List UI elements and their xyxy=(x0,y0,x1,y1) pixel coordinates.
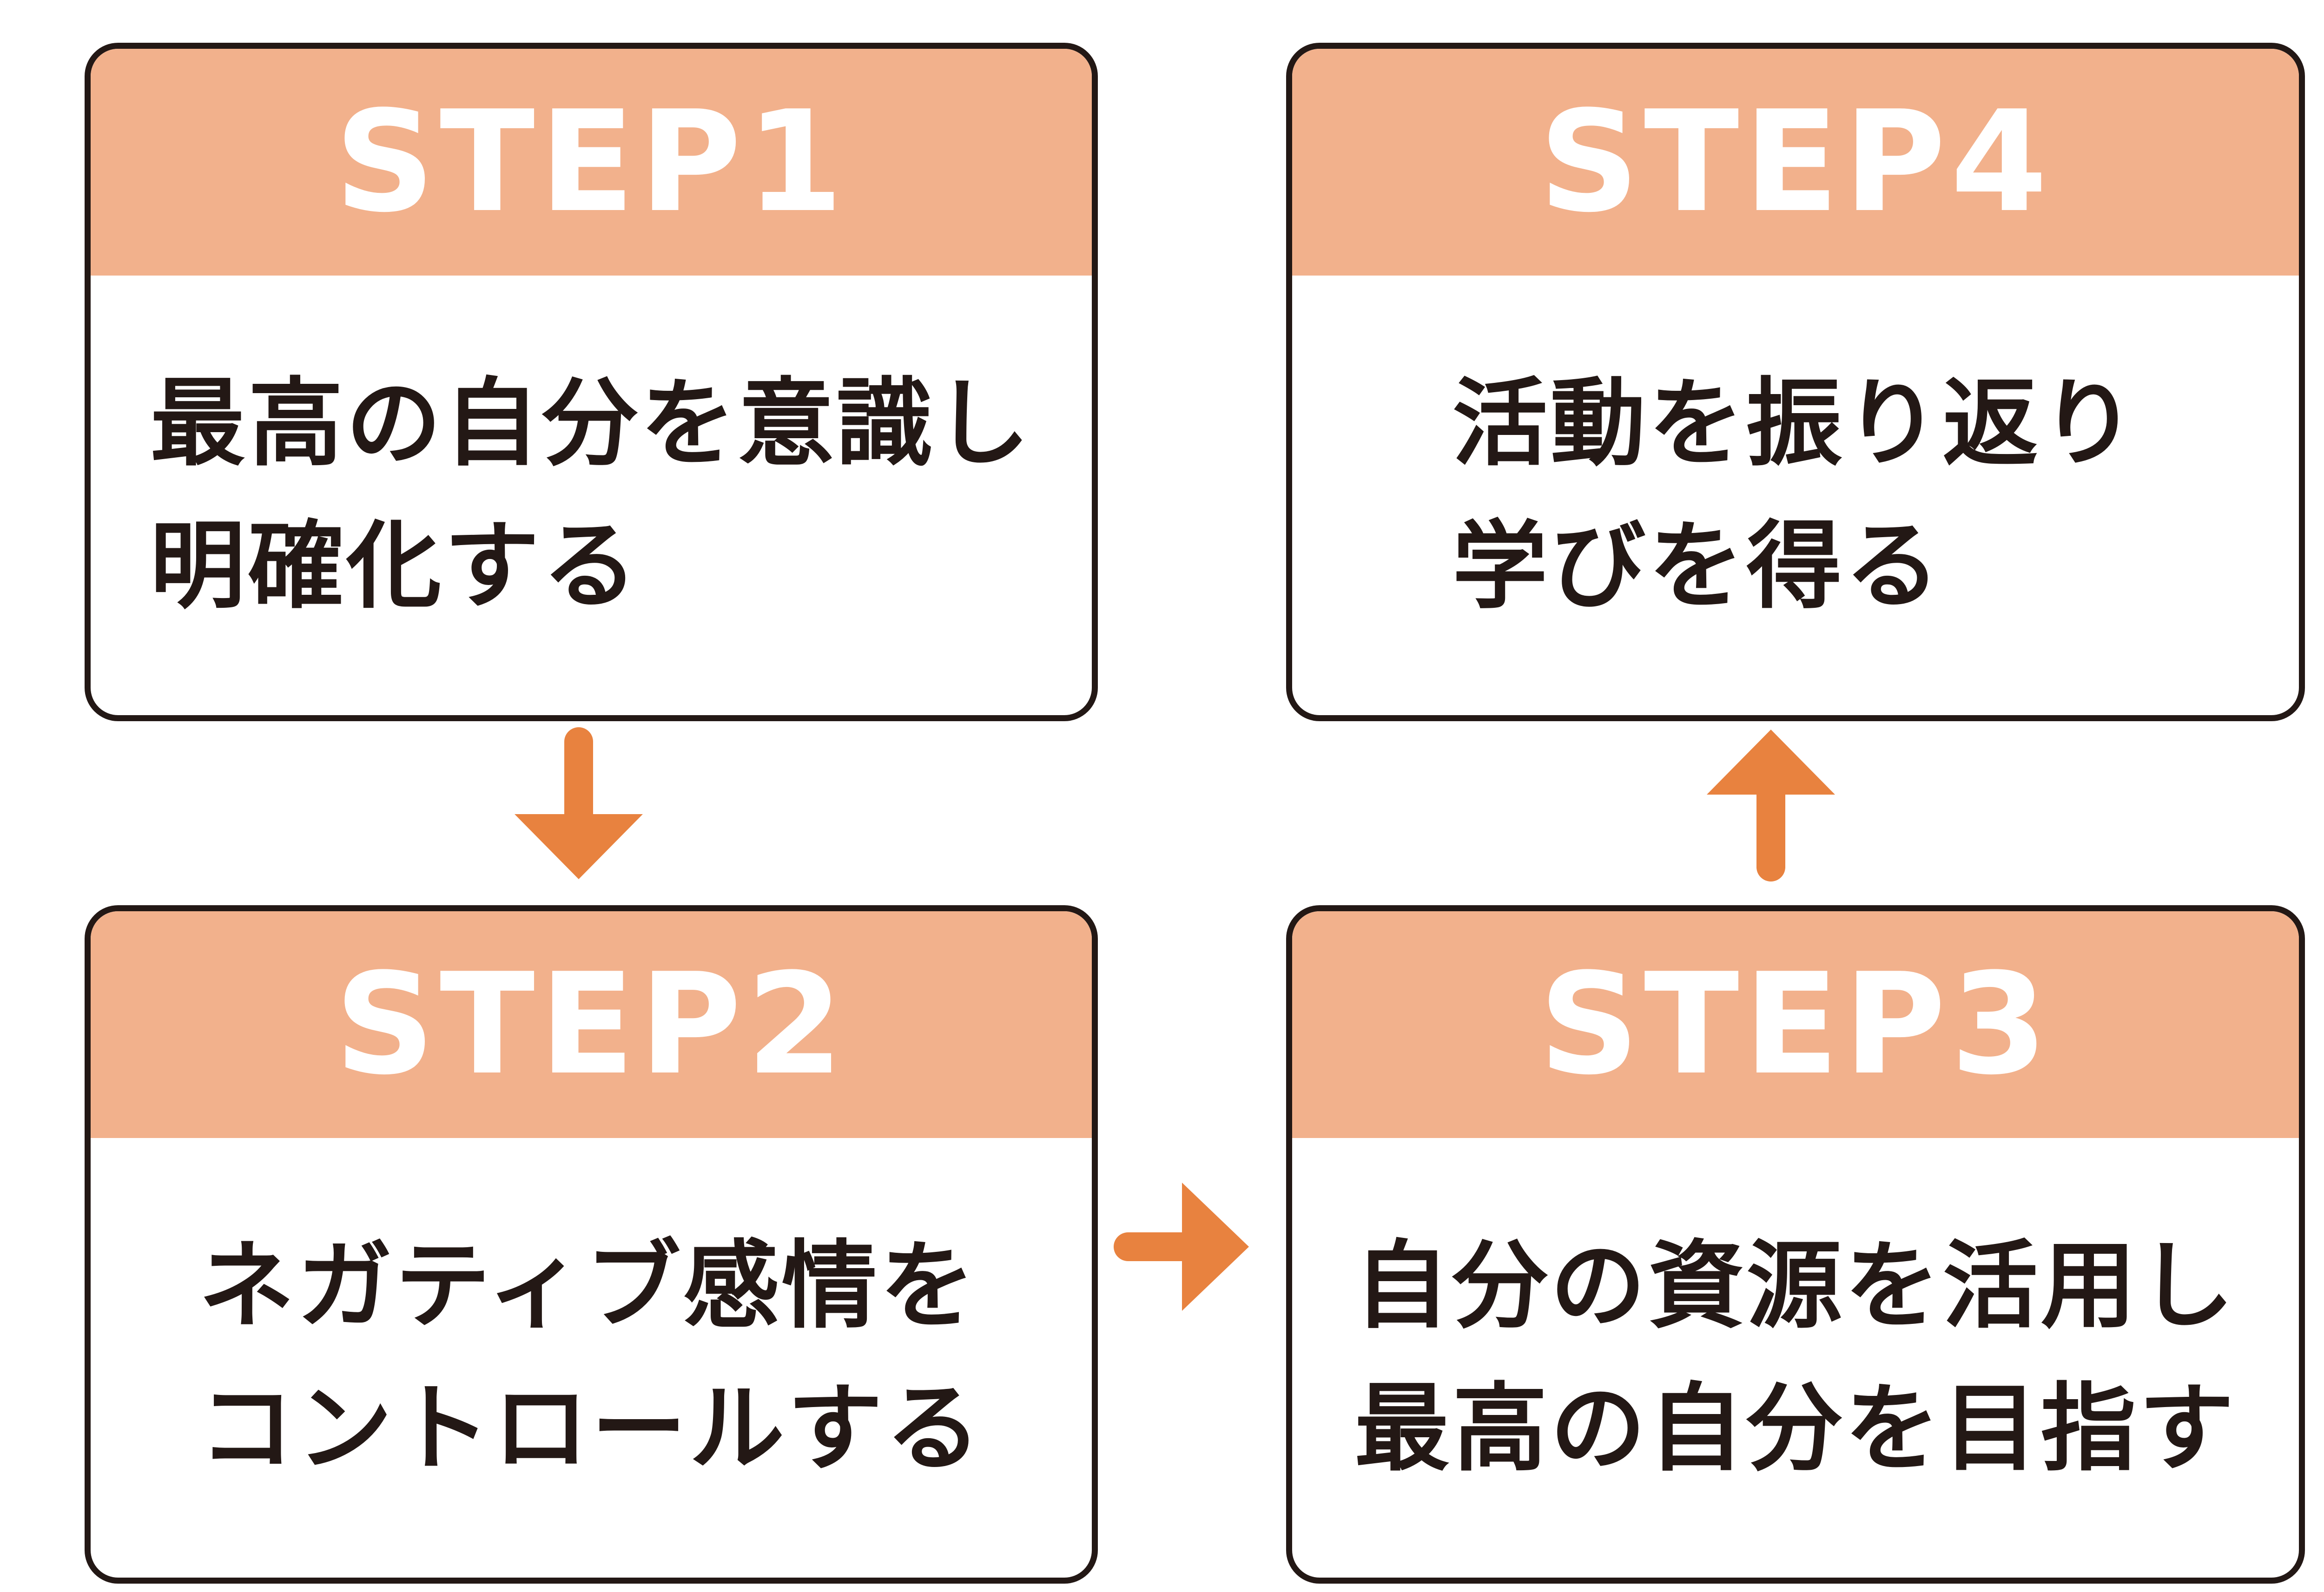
step4-header: STEP4 xyxy=(1292,49,2299,276)
arrow-right-icon xyxy=(1114,1183,1249,1311)
step2-body: ネガティブ感情を コントロールする xyxy=(91,1138,1092,1578)
step4-body: 活動を振り返り 学びを得る xyxy=(1292,276,2299,715)
step1-header: STEP1 xyxy=(91,49,1092,276)
step1-body: 最高の自分を意識し 明確化する xyxy=(91,276,1092,715)
step4-title: STEP4 xyxy=(1538,81,2053,243)
arrow-up-icon xyxy=(1707,730,1835,882)
step3-body: 自分の資源を活用し 最高の自分を目指す xyxy=(1292,1138,2299,1578)
step2-line-2: コントロールする xyxy=(199,1374,984,1484)
step-card-1: STEP1 最高の自分を意識し 明確化する xyxy=(85,43,1098,721)
step4-line-2: 学びを得る xyxy=(1452,511,1943,622)
step1-title: STEP1 xyxy=(334,81,848,243)
step-card-3: STEP3 自分の資源を活用し 最高の自分を目指す xyxy=(1286,905,2305,1584)
step1-line-1: 最高の自分を意識し xyxy=(150,368,1033,479)
step4-line-1: 活動を振り返り xyxy=(1452,368,2139,479)
step3-line-2: 最高の自分を目指す xyxy=(1354,1374,2237,1484)
arrow-down-icon xyxy=(515,727,643,879)
step3-line-1: 自分の資源を活用し xyxy=(1354,1230,2237,1342)
step2-title: STEP2 xyxy=(334,943,848,1105)
step2-line-1: ネガティブ感情を xyxy=(199,1230,978,1342)
step-card-2: STEP2 ネガティブ感情を コントロールする xyxy=(85,905,1098,1584)
step3-header: STEP3 xyxy=(1292,911,2299,1138)
step1-line-2: 明確化する xyxy=(150,511,640,622)
step2-header: STEP2 xyxy=(91,911,1092,1138)
step-card-4: STEP4 活動を振り返り 学びを得る xyxy=(1286,43,2305,721)
step3-title: STEP3 xyxy=(1538,943,2053,1105)
